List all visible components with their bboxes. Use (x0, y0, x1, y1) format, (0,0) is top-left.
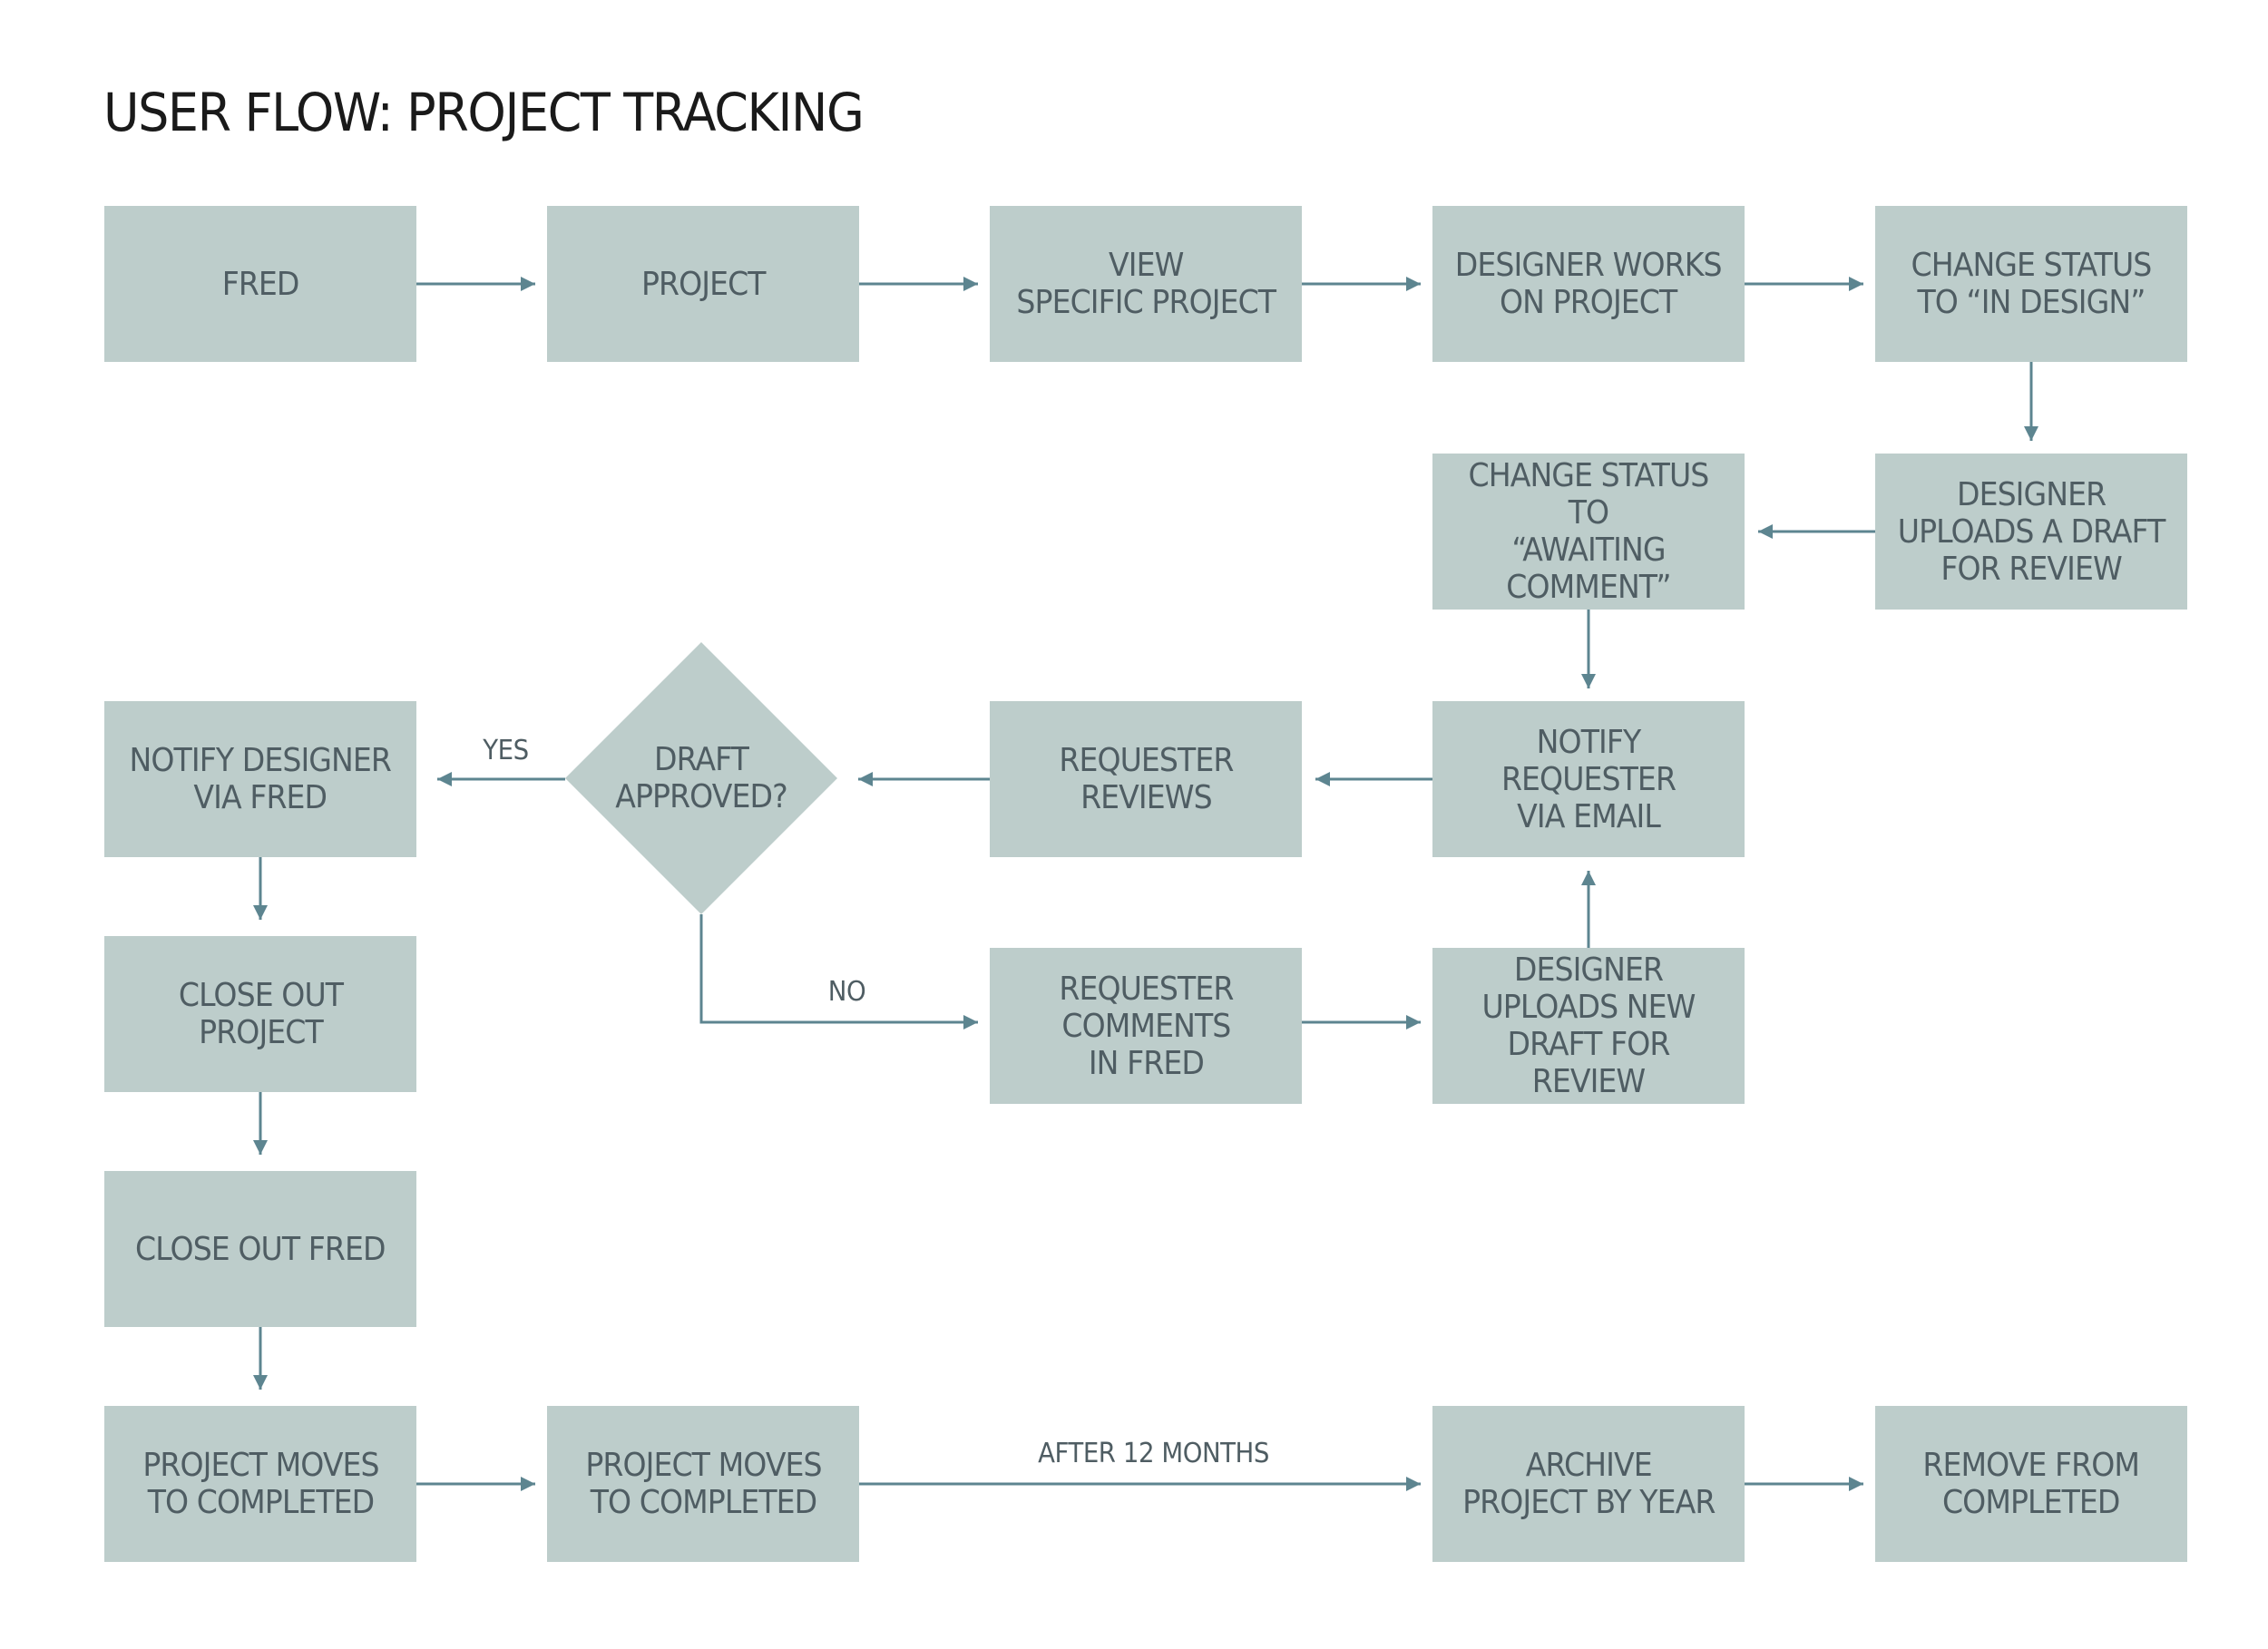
node-view-specific-project: VIEW SPECIFIC PROJECT (990, 206, 1302, 362)
node-designer-uploads-draft-label: DESIGNER UPLOADS A DRAFT FOR REVIEW (1897, 475, 2166, 588)
node-archive-by-year-label: ARCHIVE PROJECT BY YEAR (1461, 1447, 1716, 1521)
node-designer-uploads-draft: DESIGNER UPLOADS A DRAFT FOR REVIEW (1875, 454, 2187, 610)
page-title: USER FLOW: PROJECT TRACKING (103, 82, 865, 143)
node-notify-designer: NOTIFY DESIGNER VIA FRED (104, 701, 416, 857)
node-designer-works-label: DESIGNER WORKS ON PROJECT (1455, 247, 1723, 321)
arrow-no-to-requester-comments (699, 914, 978, 1029)
node-close-out-fred: CLOSE OUT FRED (104, 1171, 416, 1327)
node-requester-reviews: REQUESTER REVIEWS (990, 701, 1302, 857)
node-moves-completed-2: PROJECT MOVES TO COMPLETED (547, 1406, 859, 1562)
edge-label-yes: YES (483, 735, 529, 766)
node-status-in-design: CHANGE STATUS TO “IN DESIGN” (1875, 206, 2187, 362)
node-moves-completed-2-label: PROJECT MOVES TO COMPLETED (584, 1447, 822, 1521)
node-notify-requester-label: NOTIFY REQUESTER VIA EMAIL (1501, 723, 1677, 835)
node-requester-comments: REQUESTER COMMENTS IN FRED (990, 948, 1302, 1104)
node-requester-reviews-label: REQUESTER REVIEWS (1058, 742, 1234, 816)
node-designer-works: DESIGNER WORKS ON PROJECT (1432, 206, 1745, 362)
node-project-label: PROJECT (640, 265, 767, 303)
node-moves-completed-1: PROJECT MOVES TO COMPLETED (104, 1406, 416, 1562)
node-notify-designer-label: NOTIFY DESIGNER VIA FRED (129, 742, 392, 816)
node-archive-by-year: ARCHIVE PROJECT BY YEAR (1432, 1406, 1745, 1562)
node-close-out-fred-label: CLOSE OUT FRED (135, 1230, 386, 1268)
node-moves-completed-1-label: PROJECT MOVES TO COMPLETED (142, 1447, 379, 1521)
node-designer-uploads-new-label: DESIGNER UPLOADS NEW DRAFT FOR REVIEW (1481, 951, 1696, 1100)
node-notify-requester: NOTIFY REQUESTER VIA EMAIL (1432, 701, 1745, 857)
node-fred: FRED (104, 206, 416, 362)
node-close-out-project: CLOSE OUT PROJECT (104, 936, 416, 1092)
node-designer-uploads-new: DESIGNER UPLOADS NEW DRAFT FOR REVIEW (1432, 948, 1745, 1104)
node-remove-from-completed: REMOVE FROM COMPLETED (1875, 1406, 2187, 1562)
node-status-awaiting-comment-label: CHANGE STATUS TO “AWAITING COMMENT” (1468, 457, 1710, 606)
node-project: PROJECT (547, 206, 859, 362)
node-status-awaiting-comment: CHANGE STATUS TO “AWAITING COMMENT” (1432, 454, 1745, 610)
node-remove-from-completed-label: REMOVE FROM COMPLETED (1922, 1447, 2141, 1521)
node-requester-comments-label: REQUESTER COMMENTS IN FRED (1058, 970, 1234, 1082)
node-view-specific-project-label: VIEW SPECIFIC PROJECT (1016, 247, 1276, 321)
edge-label-after-12-months: AFTER 12 MONTHS (1038, 1438, 1269, 1469)
edge-label-no: NO (827, 976, 866, 1008)
node-status-in-design-label: CHANGE STATUS TO “IN DESIGN” (1911, 247, 2153, 321)
node-close-out-project-label: CLOSE OUT PROJECT (178, 977, 343, 1051)
node-fred-label: FRED (221, 265, 300, 303)
